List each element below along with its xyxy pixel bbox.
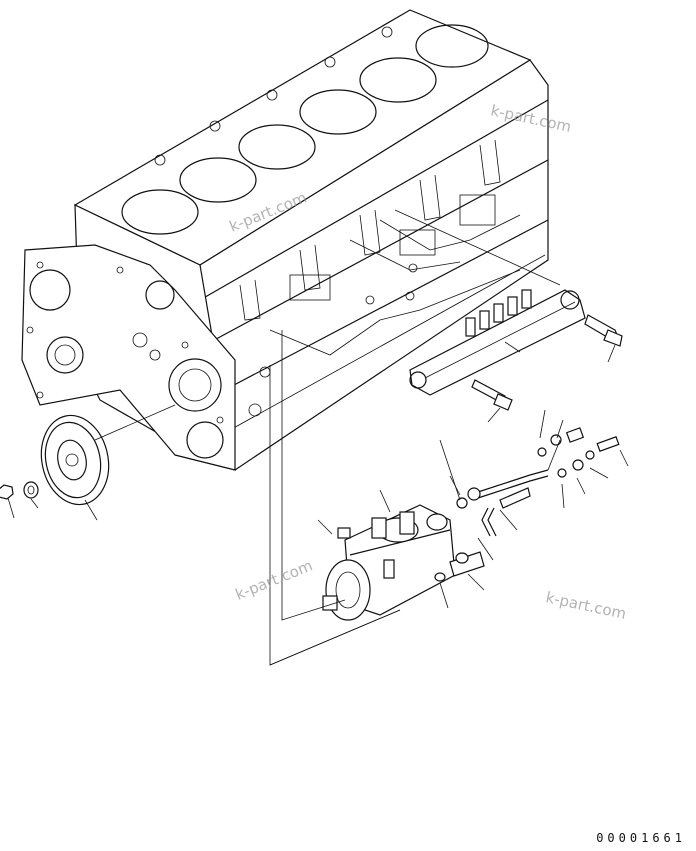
part-leader-lines: [7, 341, 629, 609]
gear-nut: [0, 484, 14, 500]
fuel-pipe: [456, 469, 549, 537]
fuel-rail: [409, 289, 586, 396]
gear-washer: [23, 481, 39, 499]
watermark: k-part.com: [233, 556, 315, 603]
rail-bolt-lower: [471, 379, 513, 411]
injection-pump: [322, 504, 456, 621]
pump-mount-bolt: [434, 551, 485, 582]
assembly-guide-lines: [94, 209, 561, 666]
pump-drive-gear: [40, 414, 110, 506]
figure-code: 00001661: [596, 831, 686, 845]
engine-block: [21, 9, 549, 471]
banjo-fittings: [537, 427, 620, 478]
rail-bolt-upper: [584, 314, 623, 347]
watermark: k-part.com: [544, 588, 628, 623]
